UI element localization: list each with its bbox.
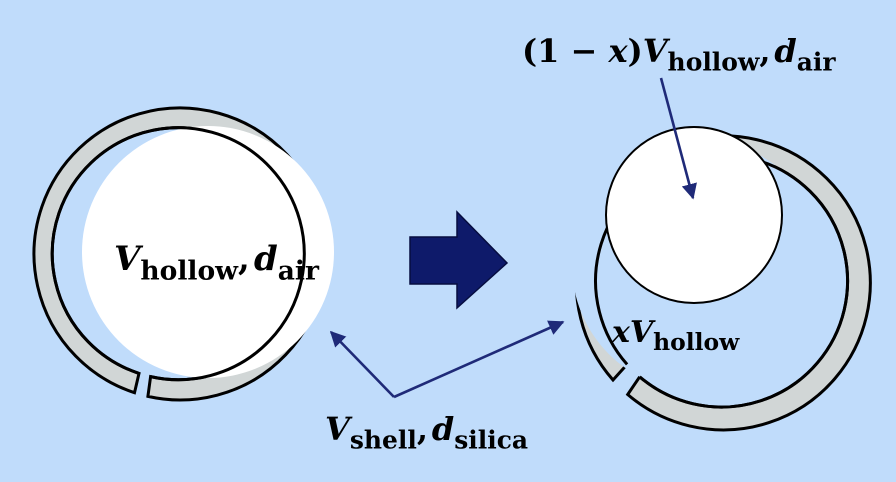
remaining-volume-label: xVhollow	[612, 315, 740, 357]
right-inner-wall	[594, 153, 850, 409]
right-hollow-particle	[572, 126, 872, 432]
pointer-arrow-to-left-shell	[329, 330, 395, 398]
left-interior-label: Vhollow,dair	[114, 239, 319, 287]
inner-void-label: (1 − x)Vhollow,dair	[522, 32, 836, 77]
left-interior	[82, 126, 334, 378]
shell-label: Vshell,dsilica	[325, 410, 529, 455]
left-hollow-particle	[32, 106, 334, 402]
pointer-arrow-to-inner-void	[659, 77, 697, 200]
inner-void-sphere	[605, 126, 783, 304]
left-inner-wall	[50, 126, 306, 382]
transform-arrow-icon	[409, 210, 509, 310]
pointer-arrow-to-right-shell	[393, 320, 565, 399]
